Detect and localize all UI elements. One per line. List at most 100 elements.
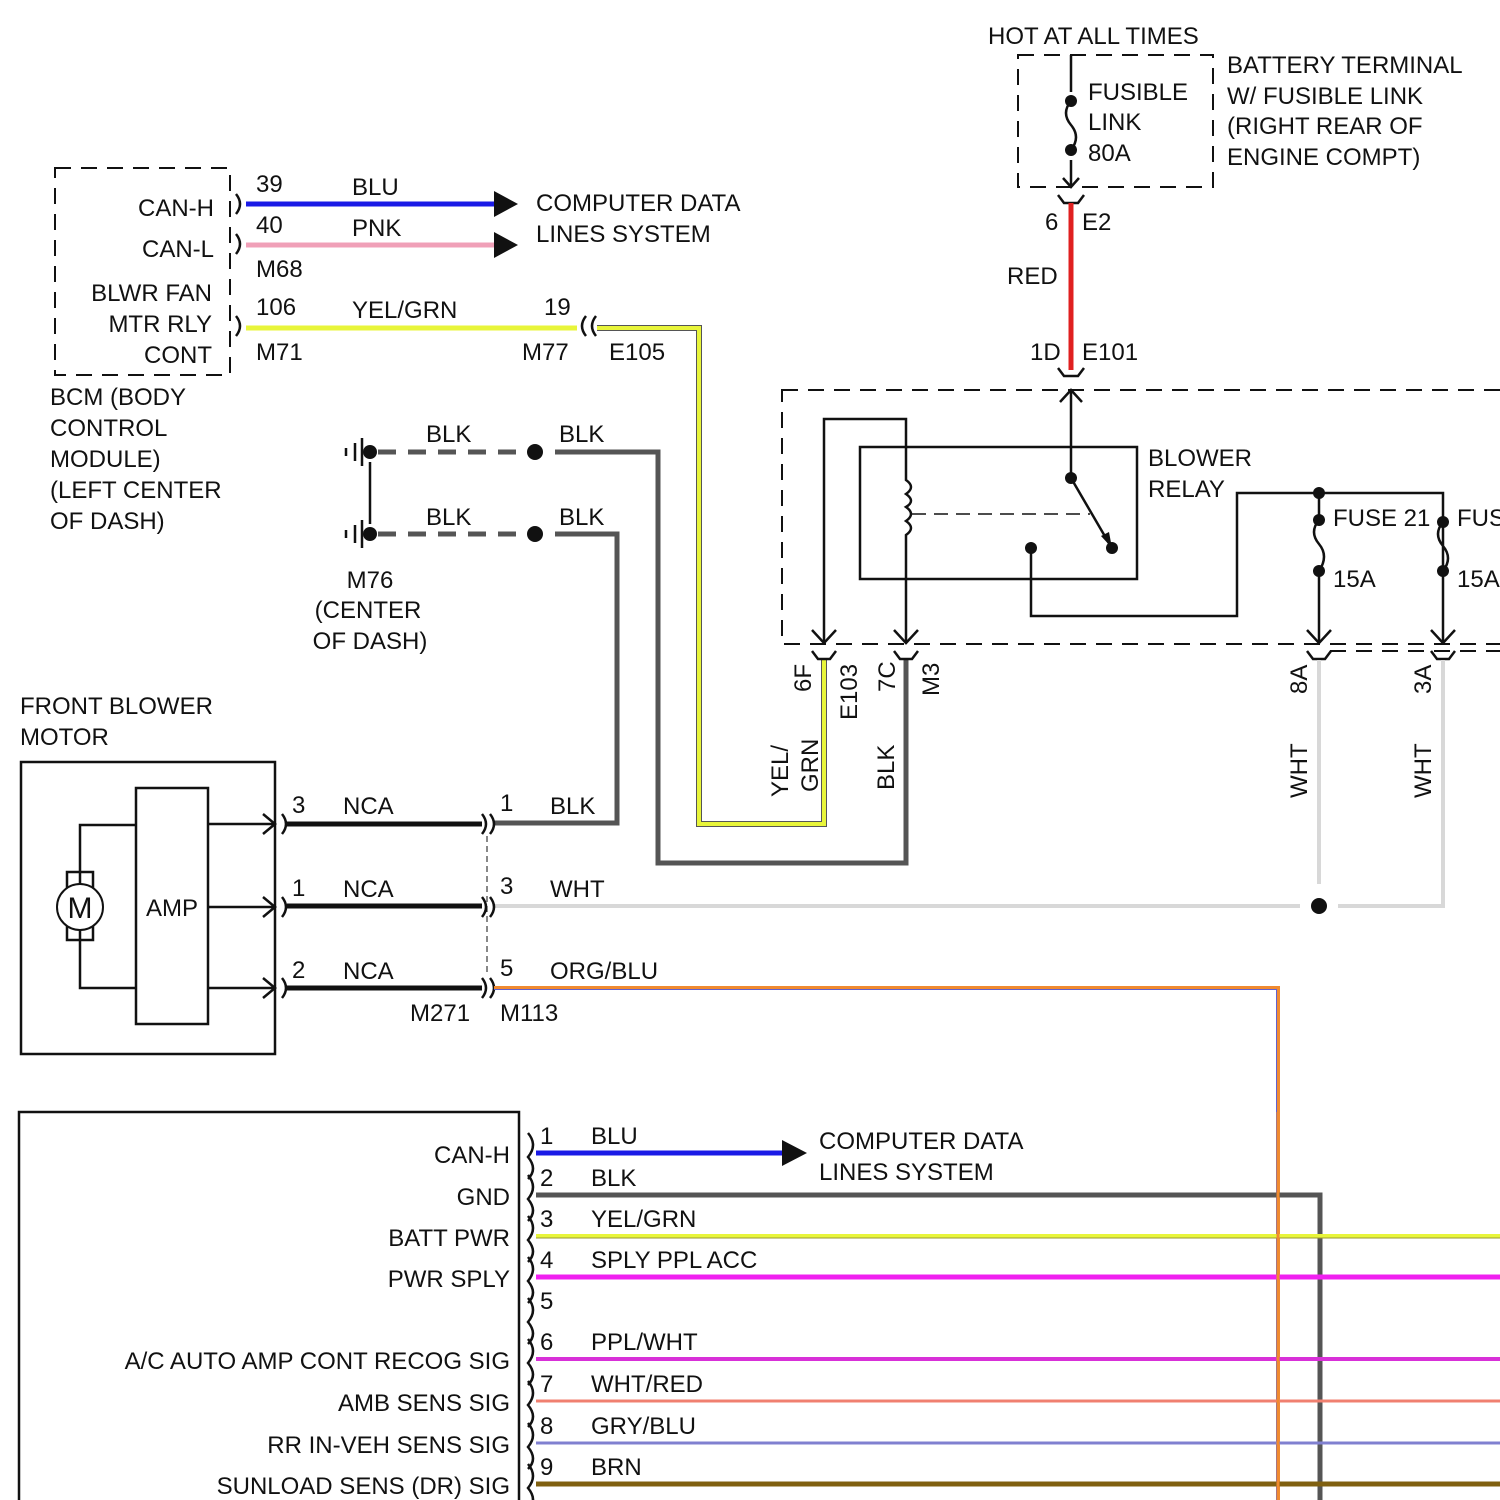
wire-color-label: SPLY PPL ACC — [591, 1247, 757, 1274]
relay-name: RELAY — [1148, 476, 1225, 503]
pin-label: 5 — [540, 1288, 553, 1315]
pin-label: 8A — [1286, 665, 1313, 694]
destination-label: LINES SYSTEM — [819, 1159, 994, 1186]
auto-amp-module: COMPUTER DATA LINES SYSTEM CAN-H 1 BLU GND 2… — [19, 1112, 1500, 1500]
wire-color-label: PNK — [352, 215, 401, 242]
pin-label: 2 — [292, 957, 305, 984]
wire-color-label: ORG/BLU — [550, 958, 658, 985]
pin-label: 3A — [1410, 665, 1437, 694]
wire-color-label: BLK — [550, 793, 595, 820]
connector-label: M3 — [918, 663, 945, 696]
destination-label: COMPUTER DATA — [819, 1128, 1023, 1155]
pin-label: 4 — [540, 1247, 553, 1274]
wire-color-label: YEL/GRN — [591, 1206, 696, 1233]
bcm-name: OF DASH) — [50, 508, 165, 535]
bcm-name: CONTROL — [50, 415, 167, 442]
pin-label: 40 — [256, 212, 283, 239]
wire-color-label: BLK — [426, 504, 471, 531]
hot-at-all-times: HOT AT ALL TIMES — [988, 23, 1199, 50]
wire-color-label: WHT — [1410, 743, 1437, 798]
power-feed: HOT AT ALL TIMES FUSIBLE LINK 80A BATTER… — [988, 23, 1463, 376]
pin-label: 106 — [256, 294, 296, 321]
wire-color-label: PPL/WHT — [591, 1329, 698, 1356]
connector-label: E2 — [1082, 209, 1111, 236]
battery-label: BATTERY TERMINAL — [1227, 52, 1463, 79]
fuse-label: FUS — [1457, 505, 1500, 532]
pin-label: 2 — [540, 1165, 553, 1192]
wire-color-label: NCA — [343, 876, 394, 903]
pin-name: PWR SPLY — [388, 1266, 510, 1293]
pin-name: CAN-L — [142, 236, 214, 263]
fuse-rating: 15A — [1457, 566, 1500, 593]
pin-name: MTR RLY — [108, 311, 212, 338]
wire-color-label: BLK — [426, 421, 471, 448]
pin-name: BATT PWR — [388, 1225, 510, 1252]
bcm-name: MODULE) — [50, 446, 161, 473]
destination-label: COMPUTER DATA — [536, 190, 740, 217]
blower-relay: BLOWER RELAY FUSE 21 15A FUS 15A 6F E103… — [494, 390, 1500, 914]
wire-color-label: BLK — [559, 421, 604, 448]
pin-label: 1D — [1030, 339, 1061, 366]
wire-color-label: BLU — [591, 1123, 638, 1150]
battery-label: ENGINE COMPT) — [1227, 144, 1420, 171]
wire-color-label: GRY/BLU — [591, 1413, 696, 1440]
battery-label: W/ FUSIBLE LINK — [1227, 83, 1423, 110]
fusible-label: FUSIBLE — [1088, 79, 1188, 106]
wire-color-label: BLK — [873, 745, 900, 790]
pin-name: RR IN-VEH SENS SIG — [267, 1432, 510, 1459]
arrow-icon — [494, 191, 518, 258]
pin-name: CAN-H — [434, 1142, 510, 1169]
wire-color-label: WHT — [1286, 743, 1313, 798]
wire-color-label: RED — [1007, 263, 1058, 290]
connector-label: M113 — [500, 1000, 558, 1027]
ground-name: (CENTER — [315, 597, 422, 624]
wire-color-label: WHT — [550, 876, 605, 903]
pin-label: 3 — [540, 1206, 553, 1233]
connector-label: M271 — [410, 1000, 470, 1027]
pin-label: 1 — [292, 875, 305, 902]
ground-name: M76 — [347, 567, 394, 594]
motor-title: FRONT BLOWER — [20, 693, 213, 720]
pin-label: 19 — [544, 294, 571, 321]
pin-label: 1 — [500, 790, 513, 817]
pin-label: 7C — [874, 661, 901, 692]
pin-name: CONT — [144, 342, 212, 369]
connector-label: E103 — [836, 664, 863, 720]
fuse-label: FUSE 21 — [1333, 505, 1430, 532]
motor-symbol: M — [68, 892, 93, 925]
pin-label: 3 — [292, 792, 305, 819]
pin-label: 6F — [790, 664, 817, 692]
link-label: LINK — [1088, 109, 1141, 136]
connector-label: E105 — [609, 339, 665, 366]
blk-wire — [494, 534, 617, 823]
blk-wire — [555, 452, 906, 863]
pin-name: SUNLOAD SENS (DR) SIG — [217, 1473, 510, 1500]
arrow-icon — [782, 1140, 807, 1166]
wire-color-label: BLU — [352, 174, 399, 201]
pin-name: GND — [457, 1184, 510, 1211]
motor-title: MOTOR — [20, 724, 109, 751]
pin-name: A/C AUTO AMP CONT RECOG SIG — [125, 1348, 510, 1375]
wire-color-label: NCA — [343, 793, 394, 820]
pin-label: 1 — [540, 1123, 553, 1150]
pin-label: 9 — [540, 1454, 553, 1481]
fuse-rating: 15A — [1333, 566, 1376, 593]
wire-color-label: YEL/GRN — [352, 297, 457, 324]
connector-label: E101 — [1082, 339, 1138, 366]
wire-color-label: BLK — [591, 1165, 636, 1192]
amp-label: AMP — [146, 895, 198, 922]
ground-name: OF DASH) — [313, 628, 428, 655]
connector-label: M71 — [256, 339, 303, 366]
pin-label: 3 — [500, 873, 513, 900]
pin-name: CAN-H — [138, 195, 214, 222]
pin-name: BLWR FAN — [91, 280, 212, 307]
bcm-name: (LEFT CENTER — [50, 477, 222, 504]
wire-color-label: YEL/ — [767, 745, 794, 797]
destination-label: LINES SYSTEM — [536, 221, 711, 248]
pin-label: 39 — [256, 171, 283, 198]
pin-label: 6 — [540, 1329, 553, 1356]
battery-label: (RIGHT REAR OF — [1227, 113, 1423, 140]
pin-label: 8 — [540, 1413, 553, 1440]
fuse-rating: 80A — [1088, 140, 1131, 167]
